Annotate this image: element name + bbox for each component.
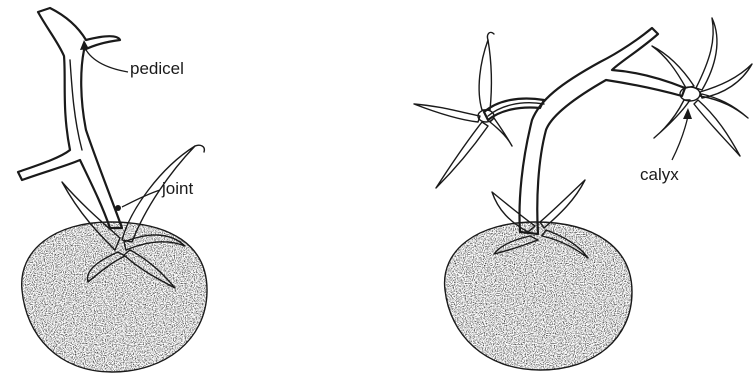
right-tomato: calyx [414,18,752,370]
right-tomato-fruit [445,222,632,370]
pedicel-label: pedicel [130,59,184,78]
calyx-label: calyx [640,165,679,184]
right-labelled-calyx [652,18,752,156]
left-tomato: pedicel joint [18,8,207,372]
joint-label: joint [161,179,193,198]
pedicel-leader [84,46,128,72]
calyx-leader [672,116,688,160]
right-tomato-stem [484,28,685,234]
pedicel-arrowhead [80,40,89,50]
left-joint-marker [115,205,121,211]
calyx-arrowhead [683,108,692,119]
